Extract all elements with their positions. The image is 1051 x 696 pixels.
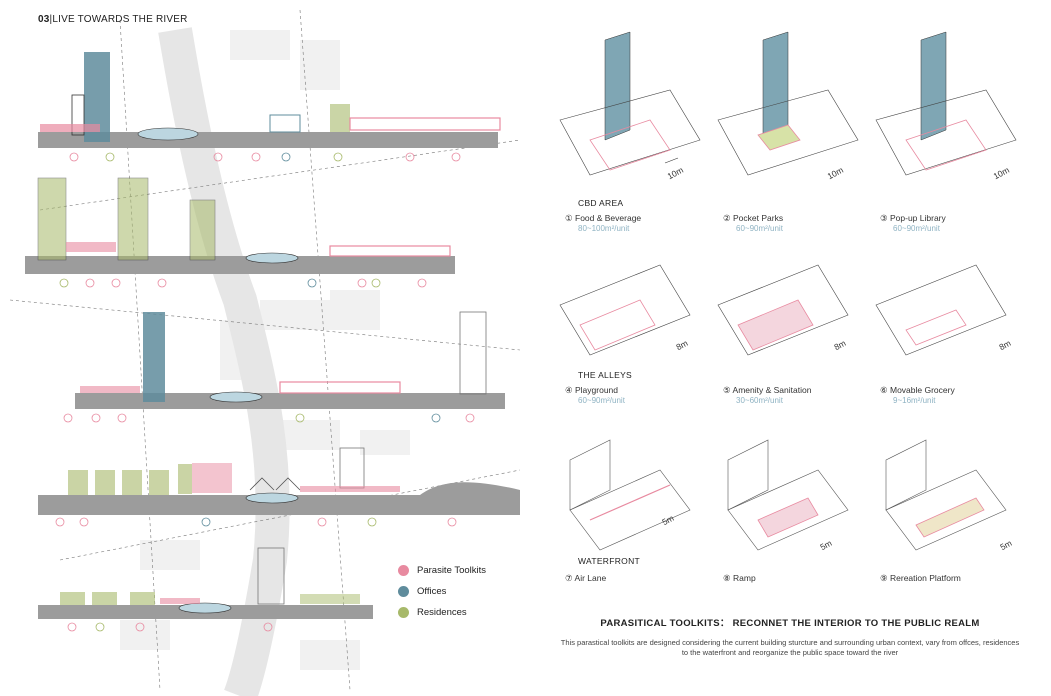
legend-swatch bbox=[398, 565, 409, 576]
alley-axon-3 bbox=[875, 264, 1007, 356]
toolkit-number: ⑤ bbox=[723, 385, 731, 395]
legend-parasite-toolkits: Parasite Toolkits bbox=[398, 565, 486, 576]
toolkit-name: Ramp bbox=[733, 573, 756, 583]
toolkit-label: ① Food & Beverage bbox=[565, 213, 641, 224]
toolkit-number: ⑧ bbox=[723, 573, 731, 583]
toolkit-number: ④ bbox=[565, 385, 573, 395]
cbd-axon-2 bbox=[717, 31, 859, 176]
cbd-axon-1 bbox=[559, 31, 701, 176]
toolkit-number: ③ bbox=[880, 213, 888, 223]
alley-axon-1 bbox=[559, 264, 691, 356]
waterfront-axon-1 bbox=[569, 439, 691, 551]
toolkit-area: 60~90m²/unit bbox=[736, 224, 783, 233]
alley-axon-2 bbox=[717, 264, 849, 356]
toolkit-label: ⑧ Ramp bbox=[723, 573, 756, 584]
toolkit-label: ② Pocket Parks bbox=[723, 213, 783, 224]
legend-offices: Offices bbox=[398, 586, 446, 597]
toolkit-name: Food & Beverage bbox=[575, 213, 642, 223]
toolkit-label: ⑥ Movable Grocery bbox=[880, 385, 955, 396]
toolkit-area: 60~90m²/unit bbox=[578, 396, 625, 405]
toolkit-label: ⑨ Rereation Platform bbox=[880, 573, 961, 584]
toolkit-name: Air Lane bbox=[574, 573, 607, 583]
main-title: PARASITICAL TOOLKITS： RECONNET THE INTER… bbox=[600, 618, 980, 629]
section-4 bbox=[38, 447, 520, 515]
section-title-alleys: THE ALLEYS bbox=[578, 370, 633, 380]
waterfront-axon-2 bbox=[727, 439, 849, 551]
section-5 bbox=[38, 547, 373, 619]
river-sections-drawing bbox=[9, 9, 521, 696]
section-3 bbox=[75, 311, 505, 409]
toolkit-number: ⑥ bbox=[880, 385, 888, 395]
legend-swatch bbox=[398, 586, 409, 597]
toolkit-label: ⑤ Amenity & Sanitation bbox=[723, 385, 811, 396]
toolkit-label: ⑦ Air Lane bbox=[565, 573, 606, 584]
toolkit-number: ⑦ bbox=[565, 573, 573, 583]
header-divider: | bbox=[49, 14, 53, 25]
toolkit-area: 30~60m²/unit bbox=[736, 396, 783, 405]
toolkit-name: Playground bbox=[575, 385, 619, 395]
toolkit-markers bbox=[55, 152, 475, 632]
section-title-waterfront: WATERFRONT bbox=[578, 556, 641, 566]
toolkit-area: 60~90m²/unit bbox=[893, 224, 940, 233]
toolkit-name: Amenity & Sanitation bbox=[732, 385, 812, 395]
legend-label: Residences bbox=[417, 607, 467, 618]
toolkit-name: Pop-up Library bbox=[890, 213, 946, 223]
page-title: LIVE TOWARDS THE RIVER bbox=[52, 14, 188, 25]
legend-label: Offices bbox=[417, 586, 447, 597]
section-1 bbox=[38, 52, 501, 148]
toolkit-number: ⑨ bbox=[880, 573, 888, 583]
page-number: 03 bbox=[38, 14, 50, 25]
description: This parastical toolkits are designed co… bbox=[560, 638, 1020, 657]
section-title-cbd: CBD AREA bbox=[578, 198, 624, 208]
toolkit-area: 80~100m²/unit bbox=[578, 224, 630, 233]
toolkit-name: Movable Grocery bbox=[890, 385, 955, 395]
toolkit-label: ③ Pop-up Library bbox=[880, 213, 946, 224]
waterfront-axon-3 bbox=[885, 439, 1007, 551]
toolkit-label: ④ Playground bbox=[565, 385, 618, 396]
legend-label: Parasite Toolkits bbox=[417, 565, 486, 576]
toolkit-area: 9~16m²/unit bbox=[893, 396, 936, 405]
legend-swatch bbox=[398, 607, 409, 618]
section-2 bbox=[25, 177, 455, 274]
page-header: 03|LIVE TOWARDS THE RIVER bbox=[38, 14, 188, 25]
cbd-axon-3 bbox=[875, 31, 1017, 176]
legend-residences: Residences bbox=[398, 607, 467, 618]
toolkit-name: Pocket Parks bbox=[733, 213, 784, 223]
toolkit-number: ① bbox=[565, 213, 573, 223]
toolkit-axonometrics bbox=[559, 31, 1017, 551]
urban-map-background bbox=[120, 30, 410, 670]
toolkit-number: ② bbox=[723, 213, 731, 223]
toolkit-name: Rereation Platform bbox=[890, 573, 961, 583]
